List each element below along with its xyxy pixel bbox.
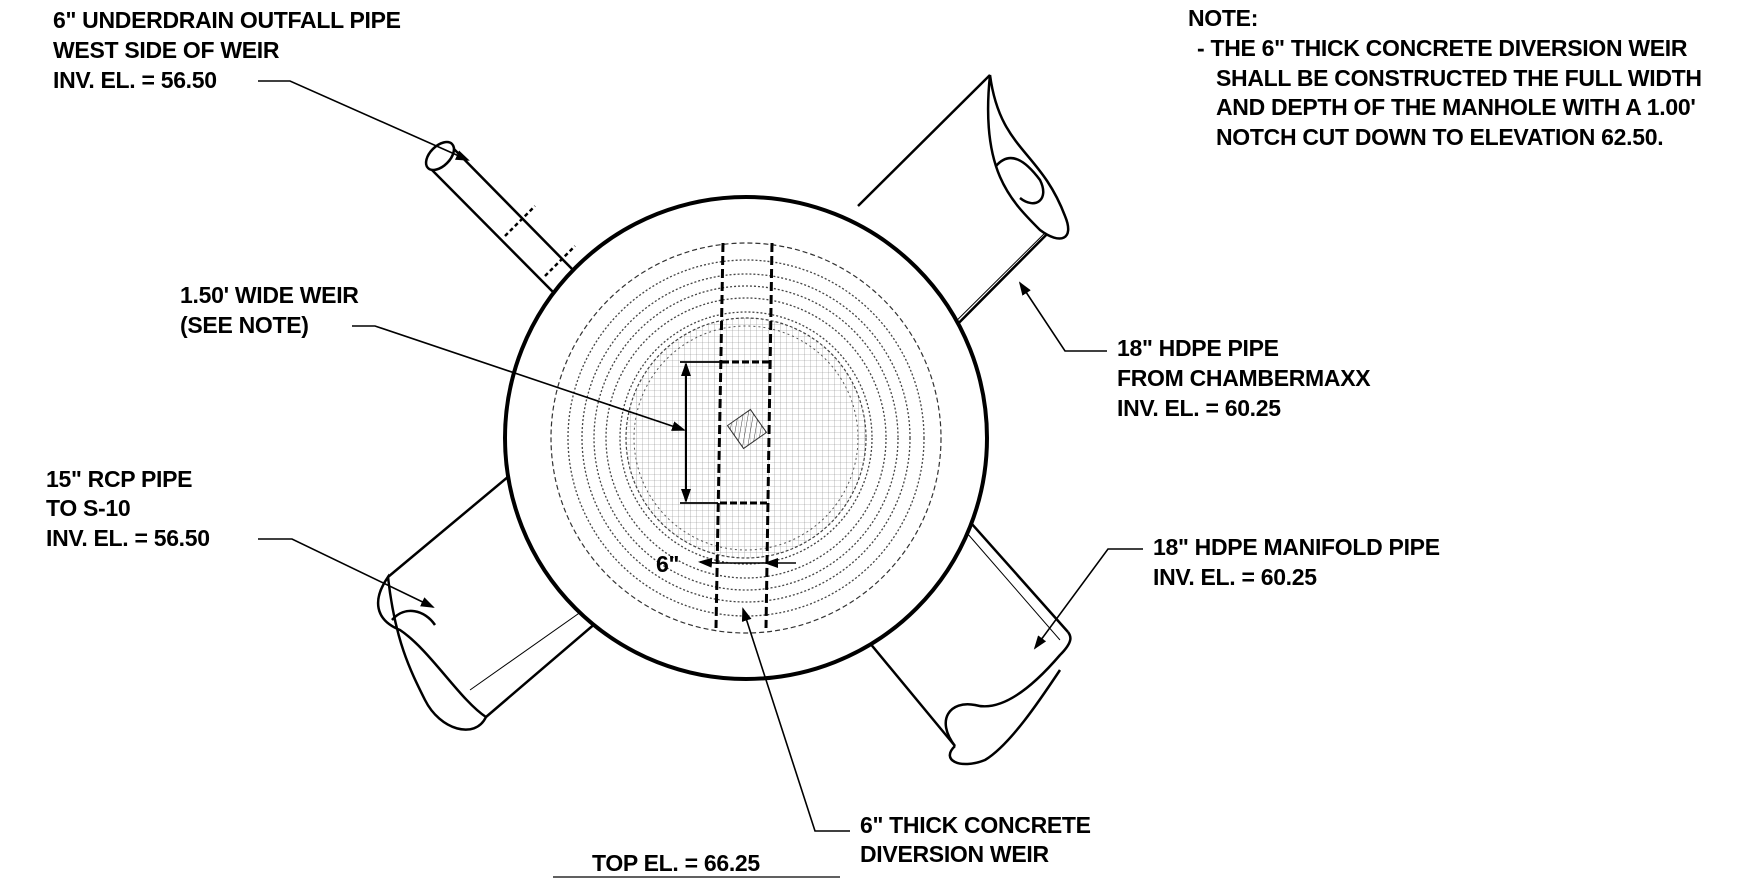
- concrete-weir-label-line2: DIVERSION WEIR: [860, 841, 1049, 867]
- underdrain-label-line1: 6" UNDERDRAIN OUTFALL PIPE: [53, 7, 401, 33]
- label-hdpe-chambermaxx: 18" HDPE PIPE FROM CHAMBERMAXX INV. EL. …: [1117, 335, 1372, 421]
- weir-thickness-dimension: [698, 557, 796, 568]
- weir-width-label-line2: (SEE NOTE): [180, 312, 309, 338]
- concrete-weir-label-line1: 6" THICK CONCRETE: [860, 812, 1091, 838]
- note-line4: NOTCH CUT DOWN TO ELEVATION 62.50.: [1216, 124, 1663, 150]
- manhole-frame-rings: [567, 259, 925, 617]
- rcp-pipe-label-line3: INV. EL. = 56.50: [46, 525, 210, 551]
- label-rcp-pipe: 15" RCP PIPE TO S-10 INV. EL. = 56.50: [46, 466, 210, 551]
- underdrain-label-line2: WEST SIDE OF WEIR: [53, 37, 280, 63]
- top-elevation-label: TOP EL. = 66.25: [592, 850, 760, 876]
- underdrain-label-line3: INV. EL. = 56.50: [53, 67, 217, 93]
- note-heading: NOTE:: [1188, 5, 1258, 31]
- label-concrete-weir: 6" THICK CONCRETE DIVERSION WEIR: [860, 812, 1091, 867]
- leader-lines: [258, 80, 1143, 878]
- note-line1: - THE 6" THICK CONCRETE DIVERSION WEIR: [1197, 35, 1688, 61]
- label-underdrain-outfall: 6" UNDERDRAIN OUTFALL PIPE WEST SIDE OF …: [53, 7, 401, 93]
- note-line3: AND DEPTH OF THE MANHOLE WITH A 1.00': [1216, 94, 1696, 120]
- hdpe-manifold-label-line1: 18" HDPE MANIFOLD PIPE: [1153, 534, 1440, 560]
- hdpe-manifold-label-line2: INV. EL. = 60.25: [1153, 564, 1317, 590]
- label-weir-width: 1.50' WIDE WEIR (SEE NOTE): [180, 282, 360, 338]
- weir-width-label-line1: 1.50' WIDE WEIR: [180, 282, 359, 308]
- label-hdpe-manifold: 18" HDPE MANIFOLD PIPE INV. EL. = 60.25: [1153, 534, 1440, 590]
- underdrain-outfall-pipe: [424, 140, 576, 293]
- general-note: NOTE: - THE 6" THICK CONCRETE DIVERSION …: [1188, 5, 1702, 150]
- rcp-pipe-label-line1: 15" RCP PIPE: [46, 466, 192, 492]
- note-line2: SHALL BE CONSTRUCTED THE FULL WIDTH: [1216, 65, 1702, 91]
- weir-thickness-label: 6": [656, 551, 679, 577]
- hdpe-chambermaxx-label-line1: 18" HDPE PIPE: [1117, 335, 1279, 361]
- rcp-pipe-label-line2: TO S-10: [46, 495, 130, 521]
- hdpe-chambermaxx-label-line2: FROM CHAMBERMAXX: [1117, 365, 1371, 391]
- manhole-cover-grate: [625, 317, 867, 559]
- hdpe-chambermaxx-label-line3: INV. EL. = 60.25: [1117, 395, 1281, 421]
